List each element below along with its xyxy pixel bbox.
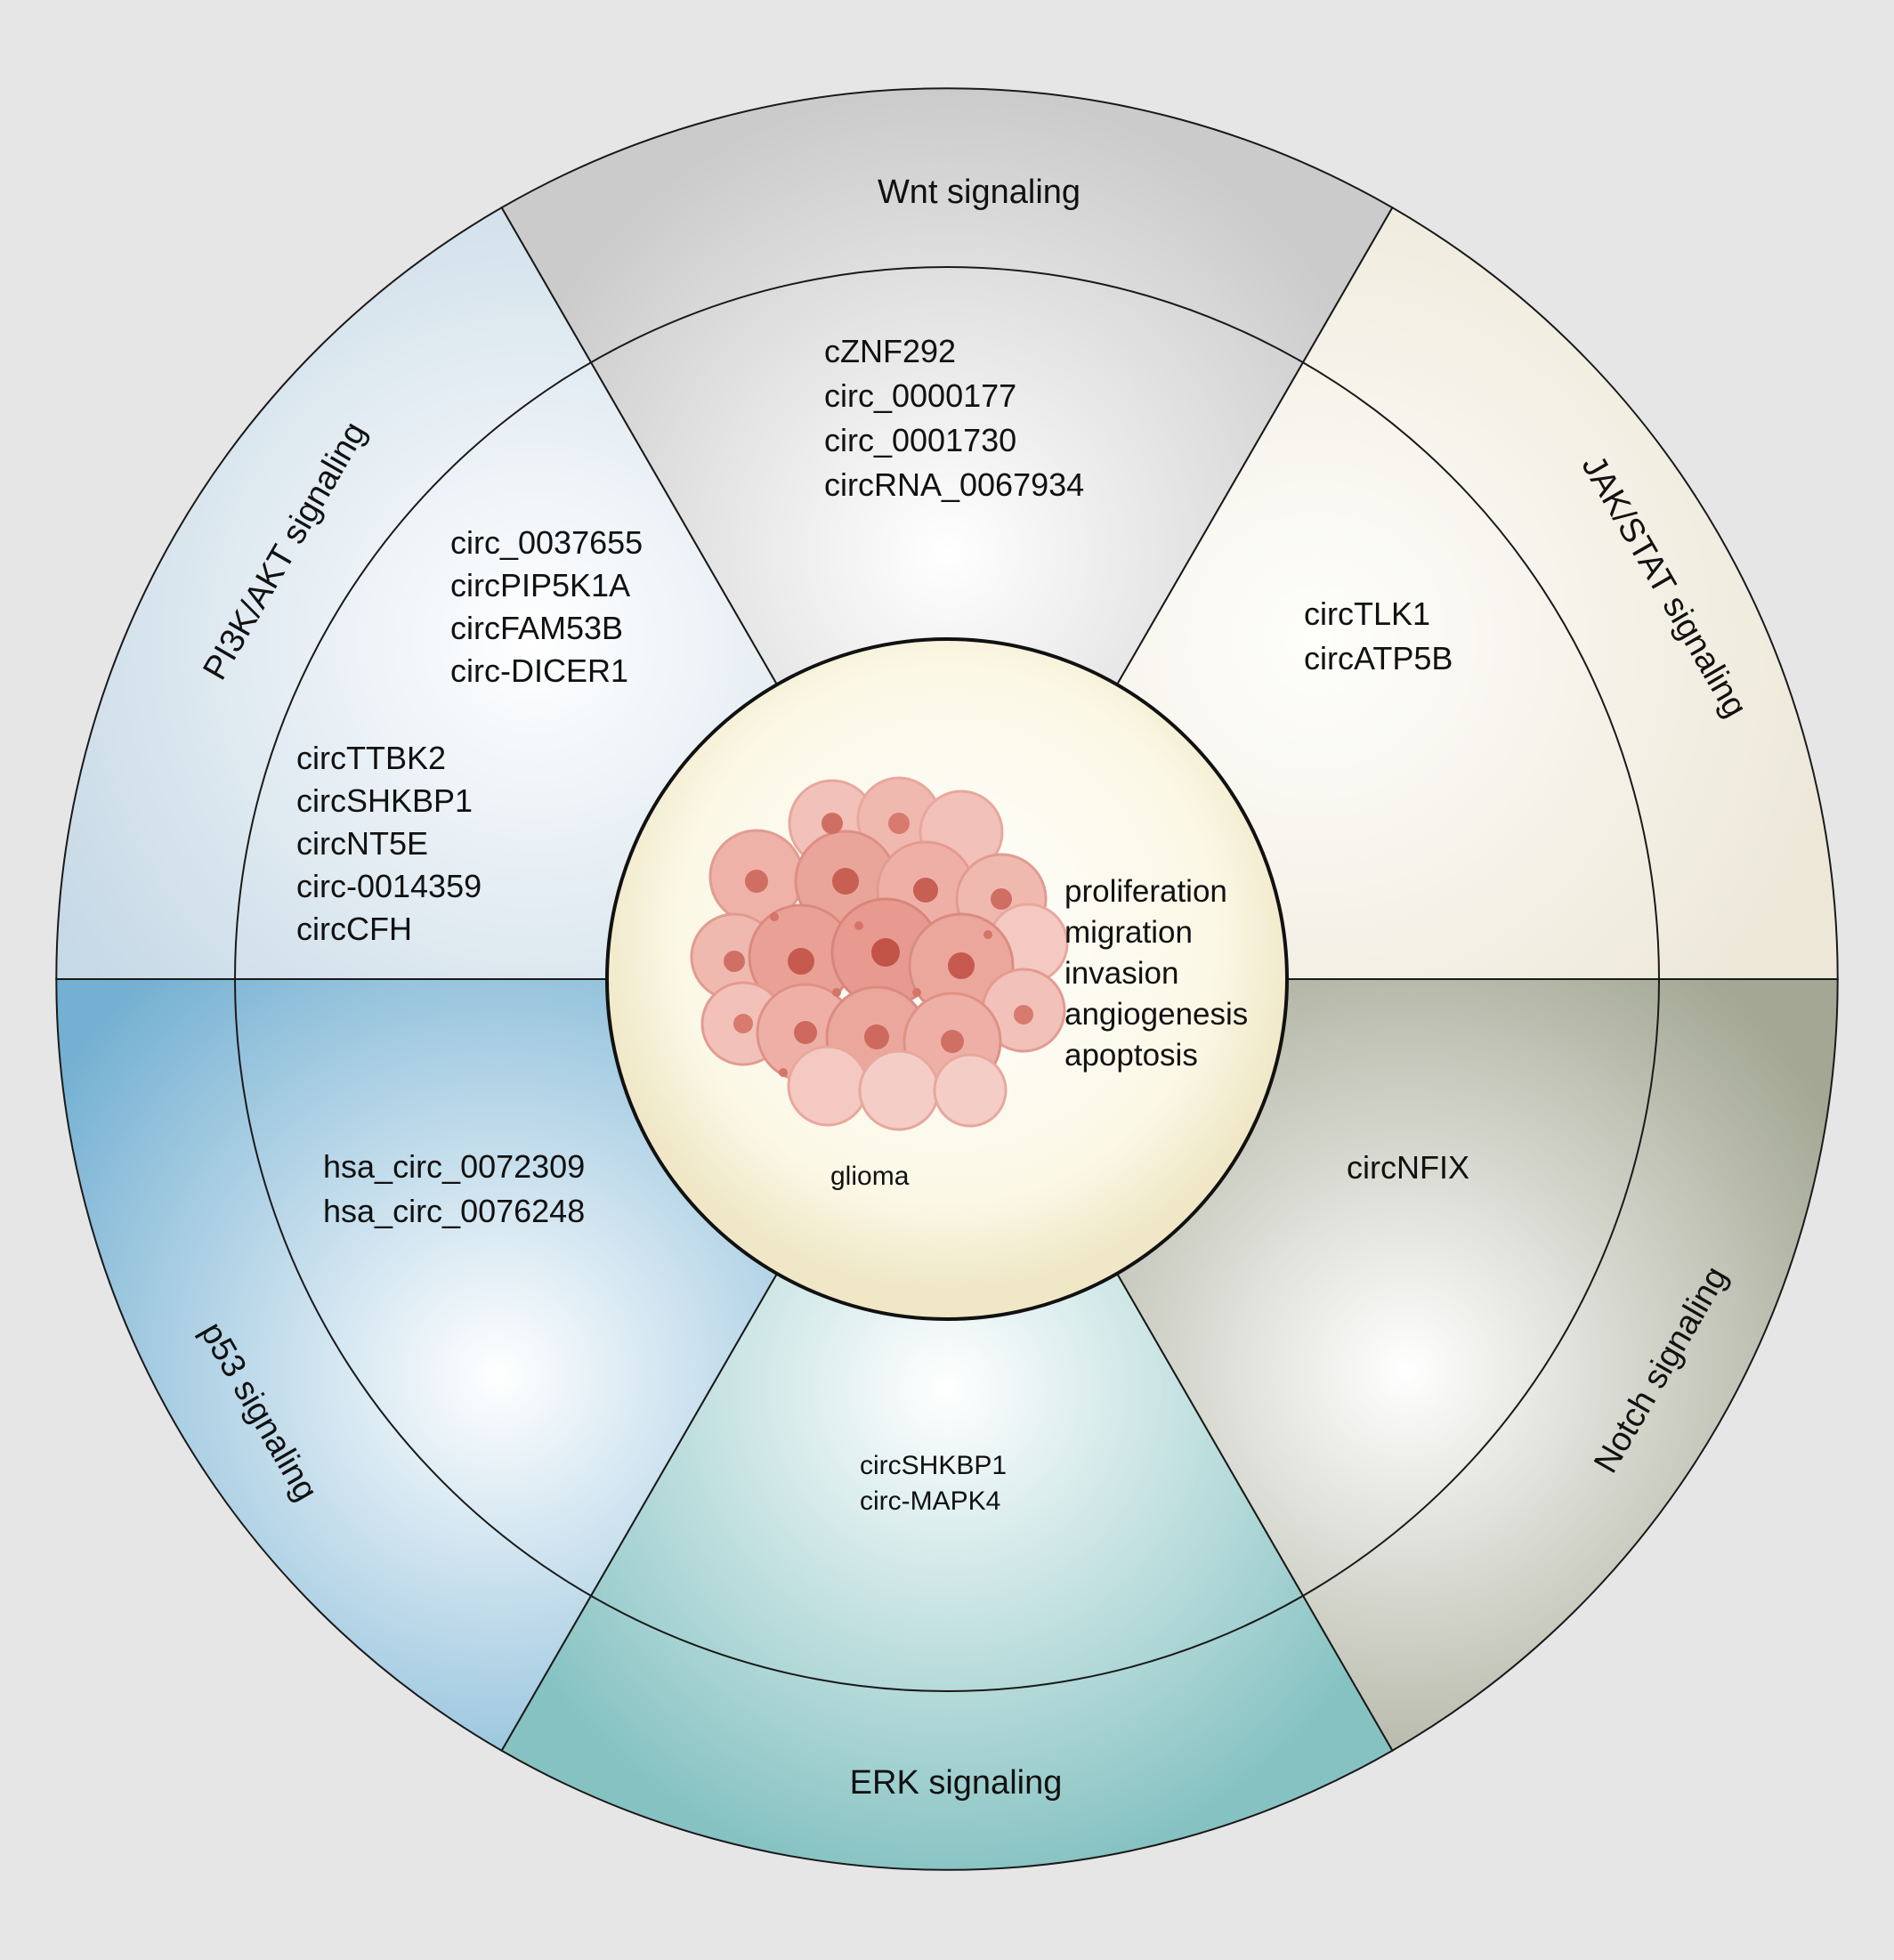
circrna-item: circ-0014359 bbox=[296, 868, 482, 904]
outcome-item: apoptosis bbox=[1064, 1038, 1198, 1073]
circrna-item: circPIP5K1A bbox=[450, 567, 630, 603]
center-text: glioma proliferation migration invasion … bbox=[830, 874, 1248, 1191]
glioma-cell-cluster bbox=[690, 776, 1069, 1131]
circrna-item: circFAM53B bbox=[450, 610, 623, 646]
sector-wnt bbox=[500, 87, 1394, 981]
pathway-sectors bbox=[55, 87, 1839, 1871]
circrna-item: circTTBK2 bbox=[296, 740, 446, 776]
circrna-item: circTLK1 bbox=[1304, 595, 1430, 632]
outcome-item: migration bbox=[1064, 915, 1193, 950]
circrna-lists: cZNF292 circ_0000177 circ_0001730 circRNA_0… bbox=[296, 333, 1469, 1516]
circrna-item: circ-DICER1 bbox=[450, 652, 628, 689]
circrna-item: circATP5B bbox=[1304, 640, 1453, 676]
pathway-label-erk: ERK signaling bbox=[850, 1764, 1063, 1802]
center-label: glioma bbox=[830, 1162, 910, 1191]
circrna-item: circ_0037655 bbox=[450, 524, 643, 561]
outcome-item: proliferation bbox=[1064, 874, 1227, 909]
circrna-item: circNFIX bbox=[1347, 1149, 1469, 1186]
pathway-label-wnt: Wnt signaling bbox=[878, 174, 1081, 211]
inner-ring-divider bbox=[234, 266, 1660, 1692]
circrna-item: circSHKBP1 bbox=[860, 1451, 1007, 1480]
circrna-item: circSHKBP1 bbox=[296, 782, 473, 819]
circrna-item: hsa_circ_0076248 bbox=[323, 1193, 585, 1229]
sector-erk bbox=[500, 977, 1394, 1871]
circrna-item: circCFH bbox=[296, 911, 412, 947]
circrna-item: circRNA_0067934 bbox=[824, 466, 1084, 503]
outcome-item: invasion bbox=[1064, 956, 1178, 991]
circrna-item: cZNF292 bbox=[824, 333, 956, 369]
circrna-item: circ_0001730 bbox=[824, 422, 1016, 458]
circrna-item: hsa_circ_0072309 bbox=[323, 1148, 585, 1185]
circrna-item: circ-MAPK4 bbox=[860, 1486, 1000, 1516]
circrna-item: circNT5E bbox=[296, 825, 428, 862]
circrna-item: circ_0000177 bbox=[824, 377, 1016, 414]
outcome-item: angiogenesis bbox=[1064, 997, 1248, 1032]
